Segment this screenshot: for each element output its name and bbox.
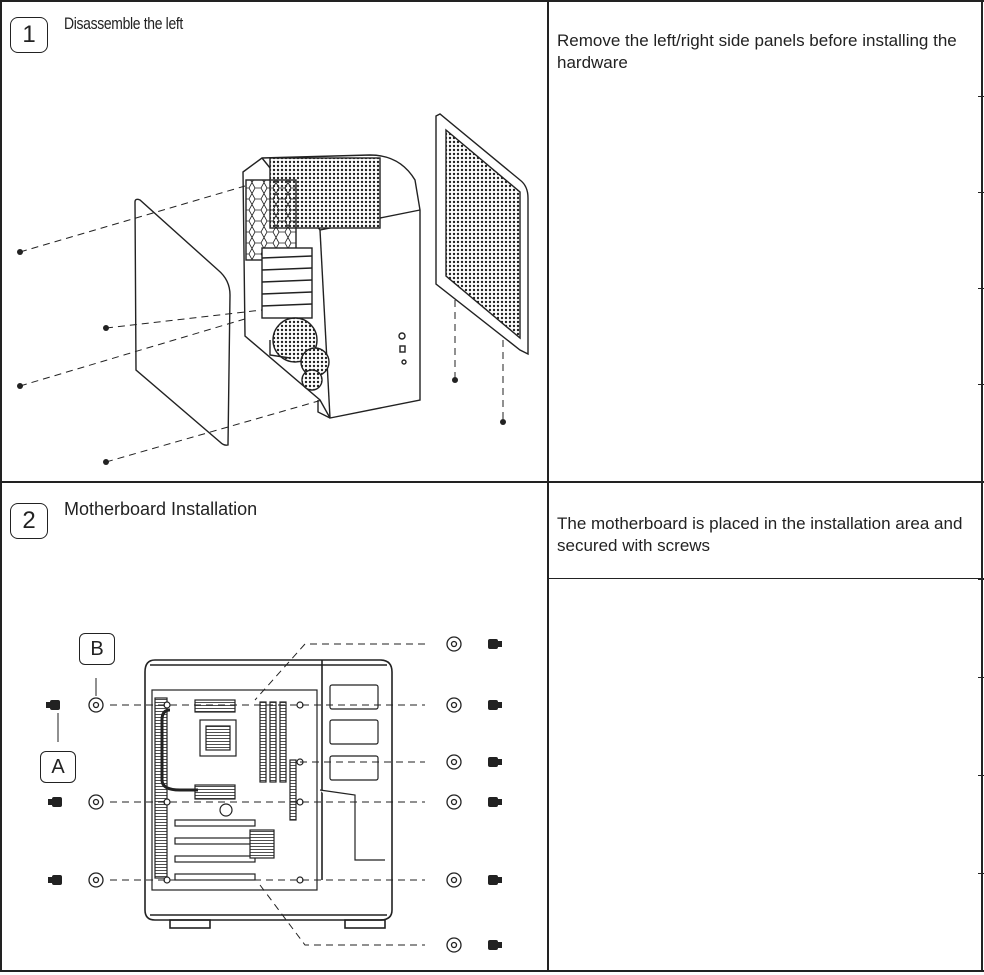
right-border [981, 0, 983, 972]
drive-bays [319, 684, 385, 861]
step-2-description: The motherboard is placed in the install… [557, 514, 963, 555]
mount-guides [110, 643, 425, 946]
left-side-panel [134, 198, 231, 446]
edge-tick [978, 96, 984, 97]
washers-right [446, 636, 462, 953]
case-body [242, 154, 421, 419]
case-disassembly-illustration [17, 113, 529, 465]
screws-right [488, 639, 502, 950]
step-1-number: 1 [10, 17, 48, 53]
edge-tick [978, 579, 984, 580]
top-border [0, 0, 984, 2]
desc-underline [547, 578, 984, 579]
step-2-title: Motherboard Installation [64, 499, 258, 519]
step-2-number: 2 [10, 503, 48, 539]
bottom-border [0, 970, 984, 972]
left-border [0, 0, 2, 972]
edge-tick [978, 192, 984, 193]
right-side-panel [435, 113, 529, 356]
step-1-description: Remove the left/right side panels before… [557, 31, 957, 72]
column-divider [547, 0, 549, 972]
edge-tick [978, 775, 984, 776]
edge-tick [978, 677, 984, 678]
screws-left [46, 700, 62, 885]
edge-tick [978, 873, 984, 874]
callout-leaders [57, 678, 97, 742]
motherboard-installation-illustration [46, 636, 502, 953]
screws [17, 249, 506, 465]
motherboard [151, 689, 318, 891]
case-frame [144, 659, 393, 929]
washers-left [88, 697, 104, 888]
callout-a: A [40, 751, 76, 783]
row-divider [0, 481, 984, 483]
step-1-title: Disassemble the left [64, 14, 183, 33]
edge-tick [978, 384, 984, 385]
callout-b: B [79, 633, 115, 665]
screw-guides [19, 185, 504, 463]
edge-tick [978, 288, 984, 289]
